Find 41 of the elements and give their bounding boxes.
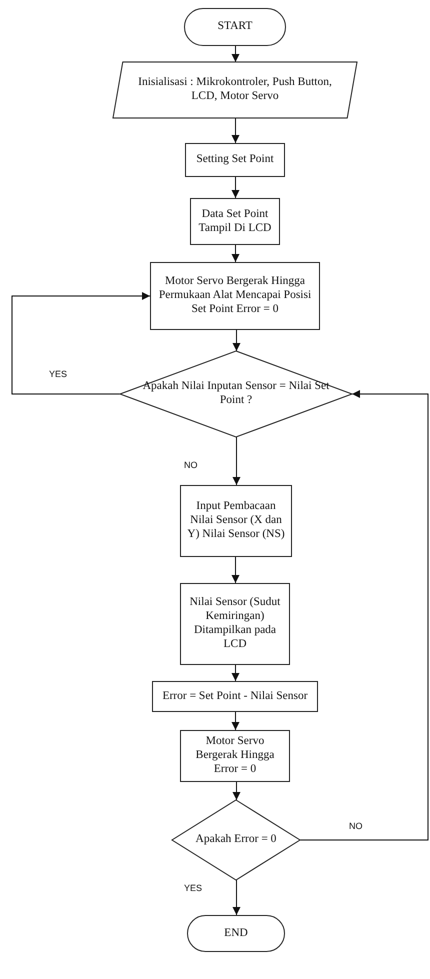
arrow (232, 664, 240, 682)
node-text: START (218, 20, 252, 34)
arrow (232, 436, 240, 486)
node-text: Motor Servo Bergerak Hingga Error = 0 (194, 735, 276, 777)
process-box (180, 485, 292, 557)
node-text: Apakah Error = 0 (196, 833, 276, 847)
edge-label: NO (348, 821, 364, 831)
edge-label: YES (48, 369, 68, 379)
arrow (232, 556, 240, 584)
edge-label: NO (183, 460, 198, 470)
process-box (180, 730, 290, 782)
arrow (232, 176, 240, 198)
arrow (232, 244, 240, 262)
terminal-shape (187, 915, 285, 952)
node-text: Apakah Nilai Inputan Sensor = Nilai Set Point ? (142, 380, 330, 408)
node-text: Data Set Point Tampil Di LCD (198, 208, 272, 236)
process-box (185, 143, 285, 177)
terminal-shape (184, 8, 286, 46)
arrow (232, 46, 240, 62)
node-text: Nilai Sensor (Sudut Kemiringan) Ditampilkan pada LCD (188, 596, 282, 652)
arrow (232, 712, 240, 730)
process-box (152, 681, 318, 712)
node-text: Input Pembacaan Nilai Sensor (X dan Y) Nilai Sensor (NS) (186, 500, 286, 542)
arrow (232, 880, 240, 916)
decision-diamond (120, 351, 352, 437)
process-box (180, 583, 290, 665)
node-text: Inisialisasi : Mikrokontroler, Push Button, LCD, Motor Servo (137, 76, 333, 104)
arrow (300, 390, 428, 840)
node-text: Error = Set Point - Nilai Sensor (162, 690, 308, 704)
node-text: Motor Servo Bergerak Hingga Permukaan Alat Mencapai Posisi Set Point Error = 0 (158, 275, 312, 317)
arrow (232, 118, 240, 144)
input-output-parallelogram (113, 62, 357, 118)
process-box (190, 198, 280, 245)
arrow (232, 330, 240, 352)
node-text: Setting Set Point (196, 153, 274, 167)
arrow (12, 292, 150, 394)
node-text: END (224, 926, 248, 940)
process-box (150, 262, 320, 330)
edge-label: YES (183, 883, 204, 893)
decision-diamond (172, 800, 300, 880)
arrow (232, 782, 240, 800)
